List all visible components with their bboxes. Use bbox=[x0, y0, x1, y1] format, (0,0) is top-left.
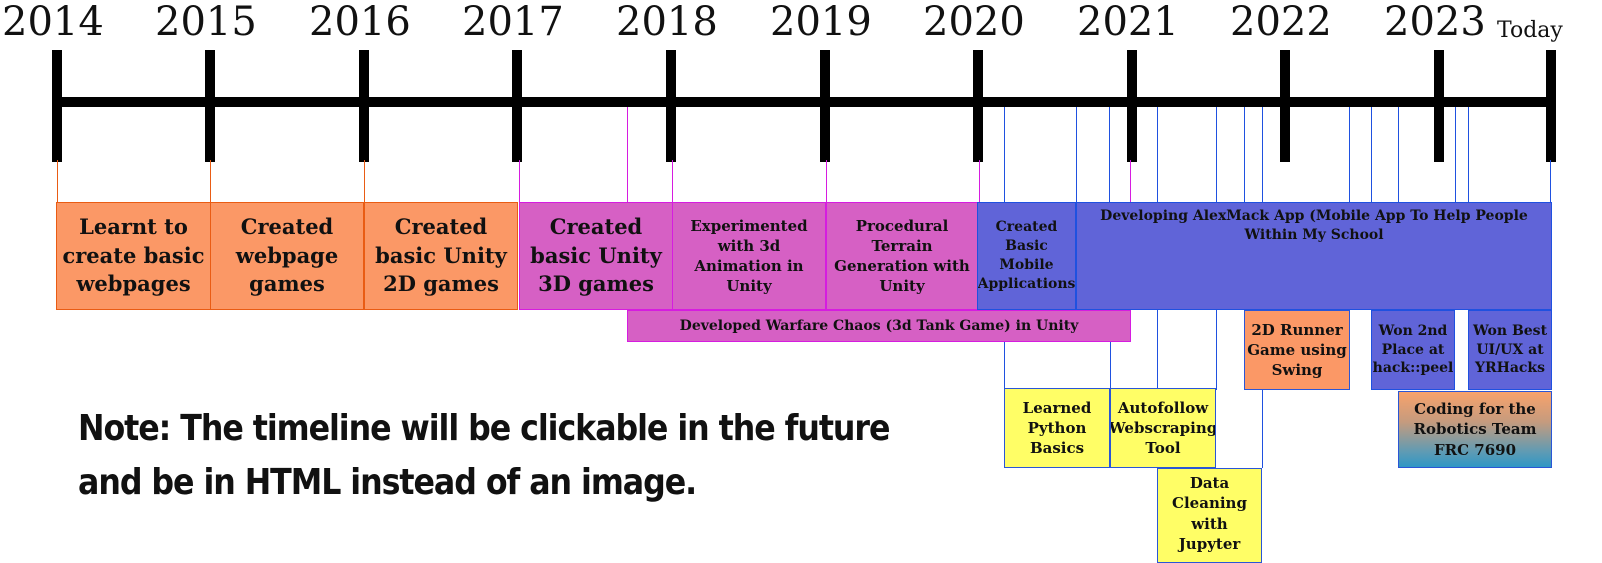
tick-2015 bbox=[205, 50, 215, 162]
connector-line bbox=[1262, 390, 1263, 468]
event-mobile-apps: Created Basic Mobile Applications bbox=[977, 202, 1076, 310]
event-yrhacks: Won Best UI/UX at YRHacks bbox=[1468, 310, 1552, 390]
event-webpage-games: Created webpage games bbox=[210, 202, 364, 310]
connector-line bbox=[1244, 107, 1245, 203]
note-line-2: and be in HTML instead of an image. bbox=[78, 462, 697, 503]
connector-line bbox=[1455, 107, 1456, 203]
connector-line bbox=[1349, 107, 1350, 203]
event-procedural-terrain: Procedural Terrain Generation with Unity bbox=[826, 202, 978, 310]
connector-line bbox=[1110, 342, 1111, 388]
connector-line bbox=[979, 160, 980, 202]
note-line-1: Note: The timeline will be clickable in … bbox=[78, 408, 890, 449]
connector-line bbox=[1371, 107, 1372, 203]
year-label-2019: 2019 bbox=[770, 0, 872, 45]
year-label-2021: 2021 bbox=[1077, 0, 1179, 45]
connector-line bbox=[57, 160, 58, 202]
year-label-2022: 2022 bbox=[1230, 0, 1332, 45]
connector-line bbox=[364, 160, 365, 202]
tick-today bbox=[1546, 50, 1556, 162]
connector-line bbox=[1004, 107, 1005, 203]
event-learnt-webpages: Learnt to create basic webpages bbox=[56, 202, 211, 310]
tick-2020 bbox=[973, 50, 983, 162]
tick-2016 bbox=[359, 50, 369, 162]
year-label-2015: 2015 bbox=[155, 0, 257, 45]
connector-line bbox=[1550, 160, 1551, 202]
connector-line bbox=[826, 160, 827, 202]
event-robotics-team: Coding for the Robotics Team FRC 7690 bbox=[1398, 391, 1552, 468]
tick-2017 bbox=[512, 50, 522, 162]
connector-line bbox=[1109, 107, 1110, 203]
connector-line bbox=[1130, 160, 1131, 202]
event-warfare-chaos: Developed Warfare Chaos (3d Tank Game) i… bbox=[627, 310, 1131, 342]
tick-2018 bbox=[666, 50, 676, 162]
connector-line bbox=[1216, 310, 1217, 390]
event-alexmack-app: Developing AlexMack App (Mobile App To H… bbox=[1076, 202, 1552, 310]
event-python-basics: Learned Python Basics bbox=[1004, 388, 1110, 468]
year-label-2020: 2020 bbox=[923, 0, 1025, 45]
connector-line bbox=[1398, 107, 1399, 203]
tick-2023 bbox=[1434, 50, 1444, 162]
connector-line bbox=[210, 160, 211, 202]
connector-line bbox=[1004, 310, 1005, 388]
connector-line bbox=[1262, 107, 1263, 203]
connector-line bbox=[1468, 107, 1469, 203]
connector-line bbox=[672, 160, 673, 202]
event-3d-animation: Experimented with 3d Animation in Unity bbox=[672, 202, 826, 310]
connector-line bbox=[627, 107, 628, 203]
year-label-2017: 2017 bbox=[462, 0, 564, 45]
event-2d-runner: 2D Runner Game using Swing bbox=[1244, 310, 1350, 390]
event-unity-3d-games: Created basic Unity 3D games bbox=[519, 202, 673, 310]
year-label-2018: 2018 bbox=[616, 0, 718, 45]
timeline-axis bbox=[57, 97, 1554, 107]
tick-2022 bbox=[1280, 50, 1290, 162]
year-label-today: Today bbox=[1497, 18, 1563, 43]
event-autofollow-tool: Autofollow Webscraping Tool bbox=[1110, 388, 1216, 468]
timeline-note: Note: The timeline will be clickable in … bbox=[78, 402, 890, 510]
connector-line bbox=[1157, 107, 1158, 203]
event-unity-2d-games: Created basic Unity 2D games bbox=[364, 202, 518, 310]
tick-2019 bbox=[820, 50, 830, 162]
year-label-2016: 2016 bbox=[309, 0, 411, 45]
tick-2014 bbox=[52, 50, 62, 162]
connector-line bbox=[519, 160, 520, 202]
event-data-cleaning: Data Cleaning with Jupyter bbox=[1157, 468, 1262, 563]
connector-line bbox=[1216, 107, 1217, 203]
year-label-2014: 2014 bbox=[2, 0, 104, 45]
event-hack-peel: Won 2nd Place at hack::peel bbox=[1371, 310, 1455, 390]
tick-2021 bbox=[1127, 50, 1137, 162]
year-label-2023: 2023 bbox=[1384, 0, 1486, 45]
connector-line bbox=[1076, 107, 1077, 203]
